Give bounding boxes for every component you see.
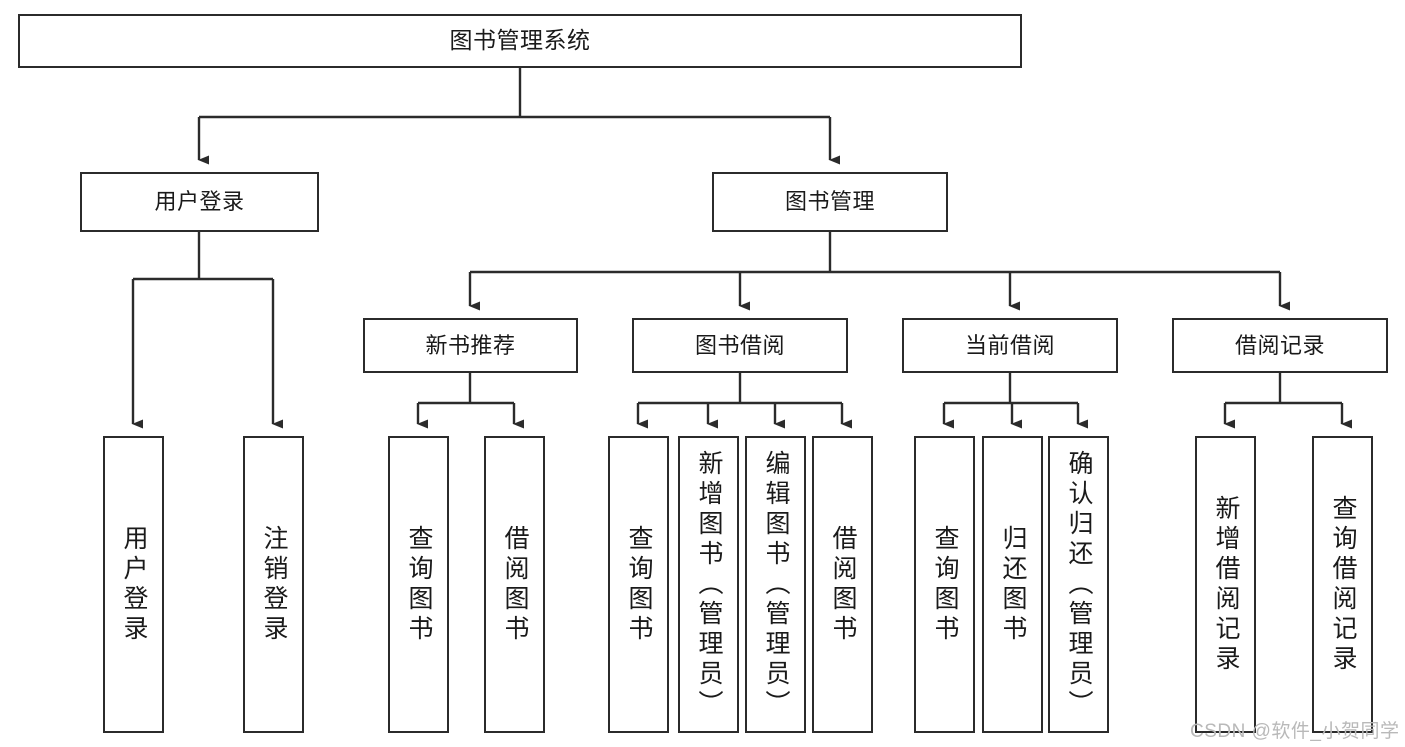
node-label: 图书管理: [784, 189, 875, 215]
node-label: 借阅图书: [829, 524, 857, 645]
node-leaf-borrow-book-2[interactable]: 借阅图书: [812, 436, 873, 733]
node-borrow-record[interactable]: 借阅记录: [1172, 318, 1388, 373]
node-label: 图书管理系统: [449, 27, 591, 54]
node-label: 新增借阅记录: [1212, 494, 1240, 675]
node-label: 用户登录: [120, 524, 148, 645]
node-leaf-confirm-return[interactable]: 确认归还（管理员）: [1048, 436, 1109, 733]
node-leaf-add-book[interactable]: 新增图书（管理员）: [678, 436, 739, 733]
node-leaf-user-login[interactable]: 用户登录: [103, 436, 164, 733]
node-label: 查询图书: [931, 524, 959, 645]
node-label: 查询图书: [625, 524, 653, 645]
node-current-borrow[interactable]: 当前借阅: [902, 318, 1118, 373]
node-label: 注销登录: [260, 524, 288, 645]
node-leaf-query-book-3[interactable]: 查询图书: [914, 436, 975, 733]
node-label: 编辑图书（管理员）: [762, 449, 790, 720]
node-root-book-management-system[interactable]: 图书管理系统: [18, 14, 1022, 68]
node-label: 当前借阅: [964, 332, 1055, 358]
node-label: 新增图书（管理员）: [695, 449, 723, 720]
node-label: 查询图书: [405, 524, 433, 645]
node-leaf-logout[interactable]: 注销登录: [243, 436, 304, 733]
node-leaf-edit-book[interactable]: 编辑图书（管理员）: [745, 436, 806, 733]
node-label: 归还图书: [999, 524, 1027, 645]
node-label: 图书借阅: [694, 332, 785, 358]
node-label: 借阅记录: [1234, 332, 1325, 358]
node-leaf-borrow-book-1[interactable]: 借阅图书: [484, 436, 545, 733]
node-label: 查询借阅记录: [1329, 494, 1357, 675]
node-leaf-query-book-2[interactable]: 查询图书: [608, 436, 669, 733]
node-user-login[interactable]: 用户登录: [80, 172, 319, 232]
node-book-management[interactable]: 图书管理: [712, 172, 948, 232]
node-label: 借阅图书: [501, 524, 529, 645]
node-leaf-query-book-1[interactable]: 查询图书: [388, 436, 449, 733]
node-label: 用户登录: [154, 189, 245, 215]
csdn-watermark: CSDN @软件_小贺同学: [1190, 721, 1400, 742]
node-label: 确认归还（管理员）: [1065, 449, 1093, 720]
node-new-book-recommend[interactable]: 新书推荐: [363, 318, 578, 373]
node-label: 新书推荐: [425, 332, 516, 358]
node-leaf-add-record[interactable]: 新增借阅记录: [1195, 436, 1256, 733]
node-leaf-return-book[interactable]: 归还图书: [982, 436, 1043, 733]
node-book-borrow[interactable]: 图书借阅: [632, 318, 848, 373]
node-leaf-query-record[interactable]: 查询借阅记录: [1312, 436, 1373, 733]
